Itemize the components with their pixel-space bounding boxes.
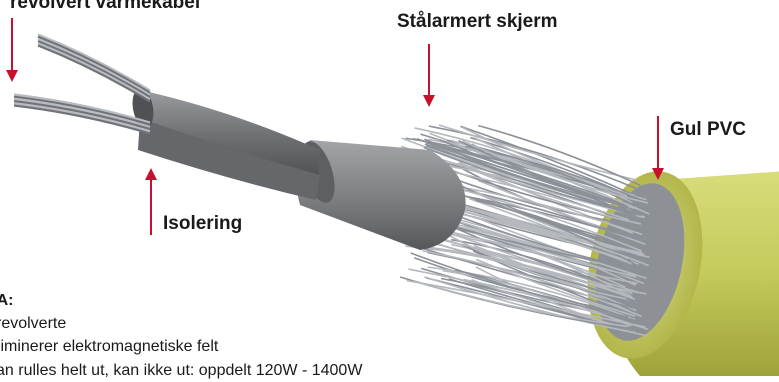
arrow-yellow-pvc [652,116,664,180]
label-yellow-pvc: Gul PVC [670,120,746,139]
insulated-conductors [130,87,320,200]
label-revolved-cable: revolvert varmekabel [10,0,200,12]
fact-line: l revolverte [0,312,362,335]
arrow-steel-shield [423,44,435,107]
fact-line: kan rulles helt ut, kan ikke ut: oppdelt… [0,359,362,382]
arrow-insulation [145,168,157,235]
twisted-conductor-strands [14,35,150,134]
label-steel-shield: Stålarmert skjerm [397,12,558,31]
fact-line: eliminerer elektromagnetiske felt [0,335,362,358]
facts-box: TA: l revolverte eliminerer elektromagne… [0,289,362,382]
facts-title: TA: [0,292,13,309]
label-insulation: Isolering [163,214,242,233]
arrow-revolved-cable [6,18,18,82]
conductor-strand [38,46,150,102]
